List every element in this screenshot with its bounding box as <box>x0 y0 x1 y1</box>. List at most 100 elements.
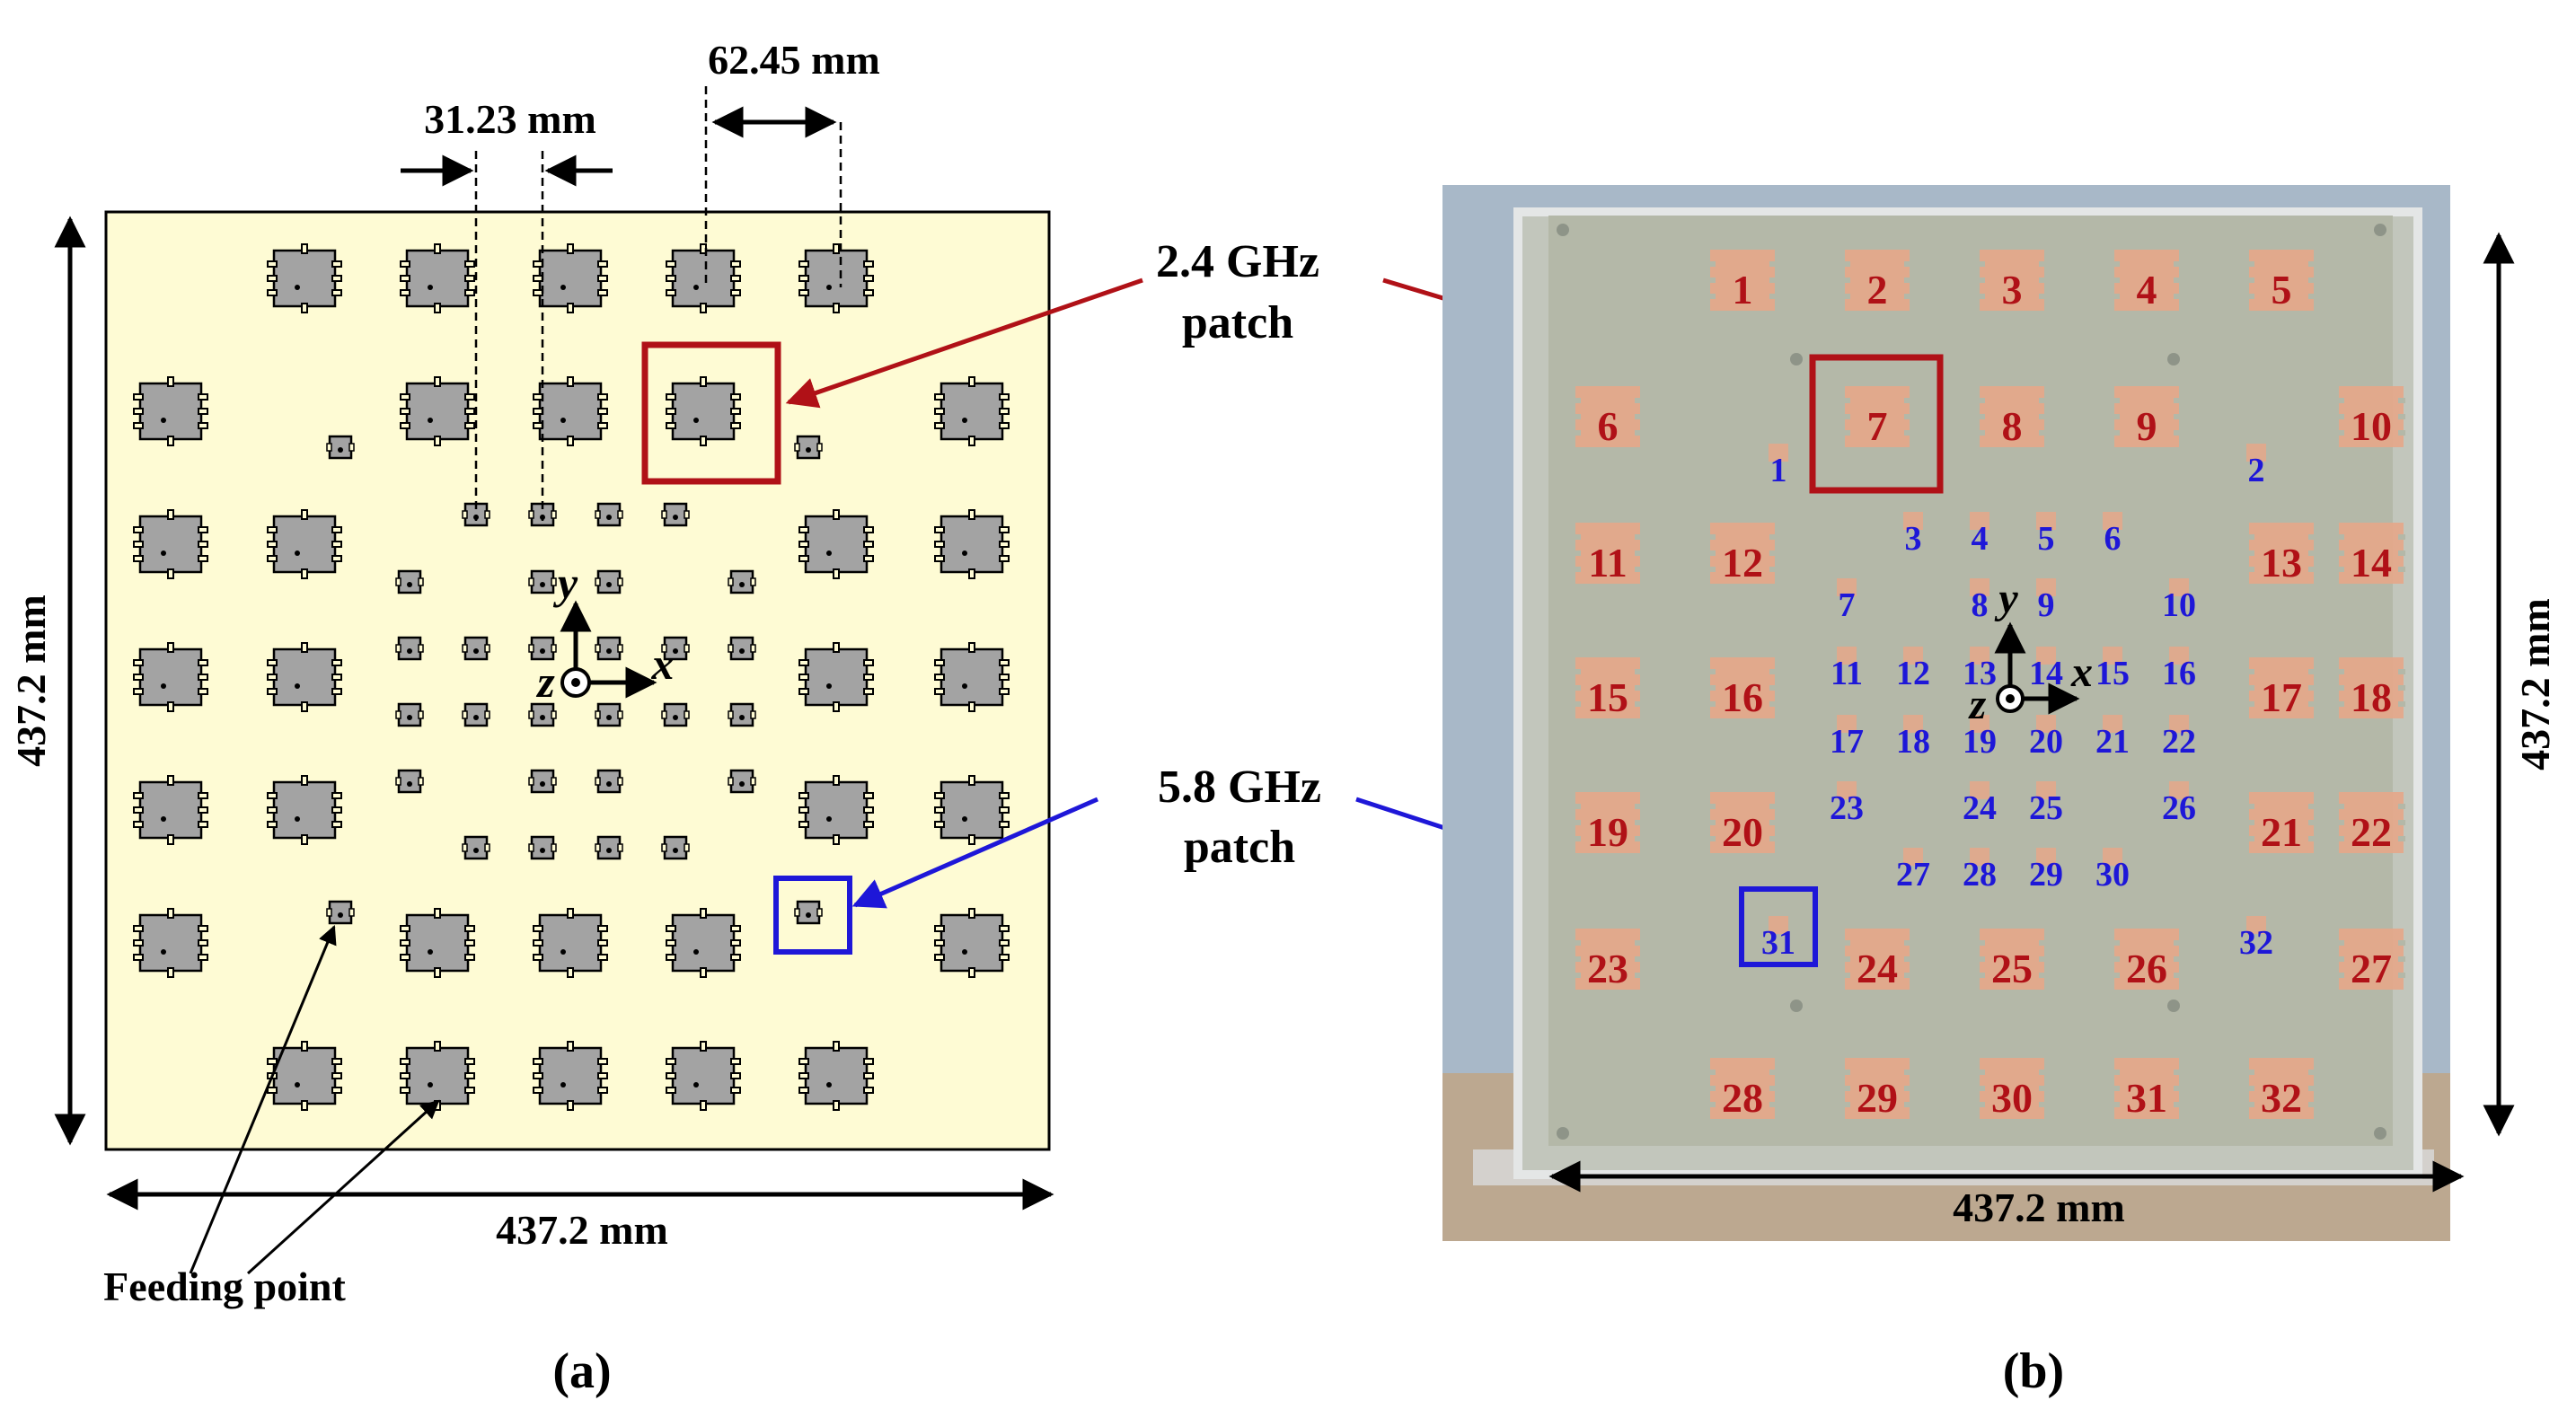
photo-large-label-15: 15 <box>1587 674 1628 720</box>
callout-2.4ghz-line2: patch <box>1182 297 1293 348</box>
photo-small-label-14: 14 <box>2029 655 2063 692</box>
photo-large-label-1: 1 <box>1733 267 1753 313</box>
photo-large-label-8: 8 <box>2002 403 2023 449</box>
patch-2.4ghz-17 <box>798 642 874 712</box>
photo-large-label-19: 19 <box>1587 809 1628 855</box>
patch-5.8ghz-18 <box>462 702 490 727</box>
patch-2.4ghz-23 <box>133 908 208 978</box>
patch-5.8ghz-15 <box>661 636 690 661</box>
photo-large-label-17: 17 <box>2261 674 2302 720</box>
photo-patch-2.4ghz-16 <box>1708 657 1777 718</box>
photo-patch-5.8ghz-1 <box>1769 444 1788 462</box>
patch-2.4ghz-22 <box>934 775 1010 845</box>
photo-patch-2.4ghz-8 <box>1978 386 2046 447</box>
photo-large-label-16: 16 <box>1722 674 1763 720</box>
photo-patch-2.4ghz-29 <box>1843 1058 1911 1119</box>
dim-left-label: 437.2 mm <box>8 594 54 767</box>
photo-patch-2.4ghz-17 <box>2247 657 2316 718</box>
panel-b-caption: (b) <box>2003 1343 2064 1399</box>
photo-patch-5.8ghz-30 <box>2103 848 2122 866</box>
photo-large-label-30: 30 <box>1991 1075 2033 1121</box>
patch-2.4ghz-15 <box>133 642 208 712</box>
patch-2.4ghz-9 <box>666 376 741 446</box>
photo-patch-2.4ghz-23 <box>1574 929 1642 990</box>
patch-2.4ghz-32 <box>798 1041 874 1111</box>
photo-patch-2.4ghz-7 <box>1843 386 1911 447</box>
photo-large-label-27: 27 <box>2351 946 2392 991</box>
photo-patch-5.8ghz-23 <box>1837 781 1857 799</box>
patch-2.4ghz-18 <box>934 642 1010 712</box>
dim-bottom-label: 437.2 mm <box>496 1207 668 1253</box>
photo-patch-2.4ghz-28 <box>1708 1058 1777 1119</box>
photo-small-label-26: 26 <box>2162 789 2196 827</box>
photo-patch-2.4ghz-24 <box>1843 929 1911 990</box>
photo-patch-2.4ghz-31 <box>2113 1058 2181 1119</box>
patch-5.8ghz-24 <box>528 769 557 794</box>
photo-large-label-2: 2 <box>1867 267 1888 313</box>
photo-patch-2.4ghz-6 <box>1574 386 1642 447</box>
photo-large-label-25: 25 <box>1991 946 2033 991</box>
photo-patch-5.8ghz-18 <box>1903 715 1923 733</box>
photo-patch-5.8ghz-29 <box>2036 848 2056 866</box>
photo-patch-5.8ghz-24 <box>1970 781 1989 799</box>
photo-patch-2.4ghz-12 <box>1708 523 1777 584</box>
photo-small-label-3: 3 <box>1905 520 1922 558</box>
photo-patch-2.4ghz-2 <box>1843 250 1911 311</box>
photo-small-label-2: 2 <box>2248 452 2265 489</box>
photo-patch-5.8ghz-20 <box>2036 715 2056 733</box>
feeding-pointer-small <box>189 925 337 1274</box>
axis-z-label: z <box>535 656 555 707</box>
photo-patch-5.8ghz-26 <box>2169 781 2189 799</box>
patch-2.4ghz-21 <box>798 775 874 845</box>
photo-small-label-28: 28 <box>1963 856 1997 894</box>
patch-5.8ghz-26 <box>728 769 756 794</box>
patch-2.4ghz-4 <box>666 243 741 313</box>
patch-2.4ghz-10 <box>934 376 1010 446</box>
photo-small-label-23: 23 <box>1830 789 1864 827</box>
patch-5.8ghz-14 <box>595 636 623 661</box>
photo-small-label-21: 21 <box>2095 723 2130 761</box>
photo-patch-2.4ghz-26 <box>2113 929 2181 990</box>
patch-2.4ghz-26 <box>666 908 741 978</box>
patch-2.4ghz-19 <box>133 775 208 845</box>
feeding-pointer-large <box>246 1099 440 1275</box>
photo-large-label-28: 28 <box>1722 1075 1763 1121</box>
photo-small-label-10: 10 <box>2162 586 2196 624</box>
photo-large-label-5: 5 <box>2272 267 2292 313</box>
patch-5.8ghz-6 <box>661 502 690 527</box>
photo-small-label-30: 30 <box>2095 856 2130 894</box>
patch-5.8ghz-19 <box>528 702 557 727</box>
photo-large-label-12: 12 <box>1722 540 1763 586</box>
photo-patch-2.4ghz-18 <box>2337 657 2405 718</box>
photo-small-label-17: 17 <box>1830 723 1864 761</box>
axis-z-dot <box>571 678 580 687</box>
panel-b-highlight-5.8ghz <box>1739 886 1818 967</box>
patch-2.4ghz-14 <box>934 509 1010 579</box>
photo-small-label-22: 22 <box>2162 723 2196 761</box>
patch-5.8ghz-2 <box>794 435 823 460</box>
photo-patch-5.8ghz-5 <box>2036 512 2056 530</box>
photo-patch-5.8ghz-31 <box>1769 916 1788 934</box>
photo-small-label-5: 5 <box>2038 520 2055 558</box>
dim-wide-label: 62.45 mm <box>708 37 880 83</box>
patch-5.8ghz-11 <box>395 636 424 661</box>
photo-small-label-8: 8 <box>1972 586 1989 624</box>
photo-axis-x-label: x <box>2070 648 2093 696</box>
callout-5.8ghz-line2: patch <box>1184 822 1295 873</box>
axis-x-label: x <box>651 638 675 689</box>
photo-screw-hole <box>1790 353 1803 365</box>
photo-patch-2.4ghz-19 <box>1574 792 1642 853</box>
photo-axis-y-label: y <box>1994 575 2018 622</box>
photo-large-label-29: 29 <box>1857 1075 1898 1121</box>
patch-5.8ghz-27 <box>462 835 490 860</box>
photo-axis-z-dot <box>2006 694 2015 703</box>
panel-b-small-patches <box>1557 224 2386 1140</box>
photo-patch-2.4ghz-22 <box>2337 792 2405 853</box>
patch-2.4ghz-16 <box>267 642 342 712</box>
photo-large-label-10: 10 <box>2351 403 2392 449</box>
photo-patch-2.4ghz-11 <box>1574 523 1642 584</box>
photo-screw-hole <box>2167 1000 2180 1012</box>
patch-5.8ghz-31 <box>326 900 355 925</box>
